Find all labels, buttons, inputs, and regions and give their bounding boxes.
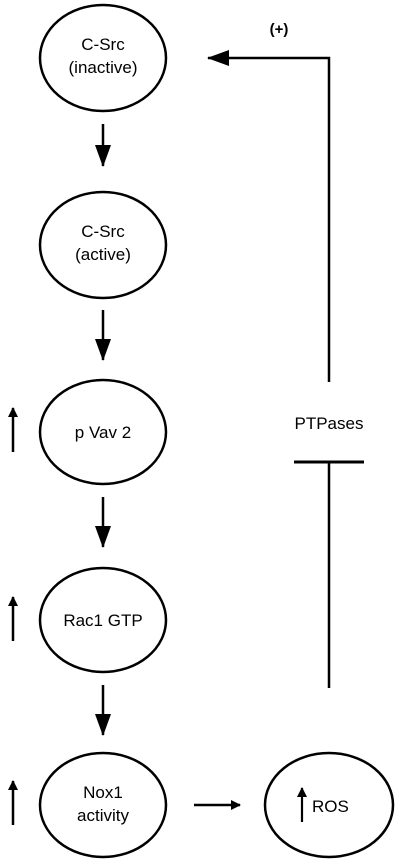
node-ros-label: ROS: [312, 797, 349, 816]
positive-feedback-label: (+): [270, 21, 289, 38]
node-csrc-inactive-line1: C-Src: [81, 35, 125, 54]
node-csrc-inactive: C-Src (inactive): [38, 3, 168, 113]
node-nox1-line2: activity: [77, 806, 129, 825]
node-pvav2-label: p Vav 2: [75, 423, 131, 442]
node-rac1gtp-label: Rac1 GTP: [63, 611, 142, 630]
node-rac1gtp: Rac1 GTP: [38, 566, 168, 674]
node-nox1: Nox1 activity: [38, 751, 168, 859]
node-csrc-inactive-line2: (inactive): [69, 58, 138, 77]
node-nox1-line1: Nox1: [83, 783, 123, 802]
inhibition-ros-to-ptpases: [294, 460, 364, 688]
feedback-arrow-to-csrc-inactive: [207, 50, 331, 382]
node-csrc-active-line1: C-Src: [81, 222, 125, 241]
node-csrc-active-line2: (active): [75, 245, 131, 264]
node-pvav2: p Vav 2: [38, 378, 168, 486]
node-ros: ROS: [263, 751, 395, 859]
ptpases-label: PTPases: [295, 414, 364, 433]
node-csrc-active: C-Src (active): [38, 190, 168, 300]
